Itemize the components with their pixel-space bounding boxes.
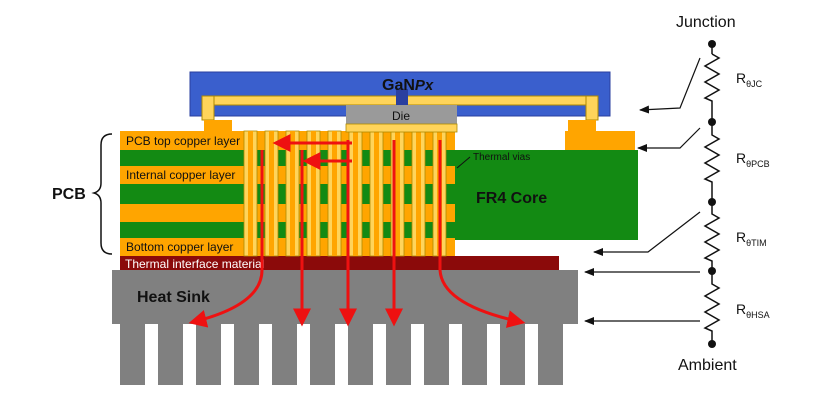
heat-sink-fin bbox=[158, 323, 183, 385]
thermal-via-core bbox=[374, 131, 379, 256]
node-1 bbox=[708, 118, 716, 126]
pcb-bracket bbox=[91, 133, 113, 255]
heat-sink-fin bbox=[196, 323, 221, 385]
center-post bbox=[396, 89, 408, 105]
heat-sink-fin bbox=[424, 323, 449, 385]
node-ambient bbox=[708, 340, 716, 348]
heat-sink-fin bbox=[310, 323, 335, 385]
bottom-copper-label: Bottom copper layer bbox=[126, 240, 233, 254]
die bbox=[346, 105, 457, 124]
leadframe-right bbox=[585, 95, 599, 121]
r-pcb-label: RθPCB bbox=[736, 150, 770, 169]
node-3 bbox=[708, 267, 716, 275]
package-foot-left bbox=[204, 120, 232, 131]
heat-sink-fin bbox=[462, 323, 487, 385]
thermal-via-core bbox=[395, 131, 400, 256]
r-tim-label: RθTIM bbox=[736, 229, 767, 248]
thermal-via-core bbox=[290, 131, 295, 256]
fr4-core-region bbox=[455, 150, 638, 240]
thermal-via-core bbox=[353, 131, 358, 256]
resistor-hsa bbox=[703, 271, 721, 344]
thermal-vias-label: Thermal vias bbox=[473, 152, 530, 163]
node-2 bbox=[708, 198, 716, 206]
thermal-via-core bbox=[416, 131, 421, 256]
heat-sink-fin bbox=[234, 323, 259, 385]
heat-sink-fin bbox=[120, 323, 145, 385]
pcb-stack bbox=[120, 130, 638, 257]
thermal-via-core bbox=[248, 131, 253, 256]
pointer-pcb-top bbox=[637, 127, 701, 152]
pointer-junction-package bbox=[639, 57, 701, 114]
resistor-tim bbox=[703, 202, 721, 271]
heat-sink-fin bbox=[538, 323, 563, 385]
internal-copper-label: Internal copper layer bbox=[126, 168, 235, 182]
junction-label: Junction bbox=[676, 14, 736, 31]
die-label: Die bbox=[392, 109, 410, 123]
heat-sink-label: Heat Sink bbox=[137, 289, 210, 306]
node-junction bbox=[708, 40, 716, 48]
heat-sink-fin bbox=[348, 323, 373, 385]
heat-sink bbox=[112, 270, 578, 385]
heat-sink-fin bbox=[500, 323, 525, 385]
heat-sink-fins bbox=[120, 323, 563, 385]
pointer-arrows bbox=[584, 57, 701, 325]
package-foot-right bbox=[568, 120, 596, 131]
resistor-pcb bbox=[703, 122, 721, 202]
r-jc-label: RθJC bbox=[736, 70, 763, 89]
thermal-via-core bbox=[269, 131, 274, 256]
heat-arrow-curve-left bbox=[188, 150, 264, 328]
thermal-vias-leader bbox=[456, 156, 471, 169]
leadframe-left bbox=[201, 95, 215, 121]
resistor-jc bbox=[703, 53, 721, 122]
gan-package: GaNPx Die bbox=[189, 71, 611, 133]
thermal-via-core bbox=[332, 131, 337, 256]
r-hsa-label: RθHSA bbox=[736, 301, 770, 320]
thermal-resistance-network bbox=[703, 44, 721, 344]
package-label: GaNPx bbox=[382, 77, 434, 94]
tim-label: Thermal interface material bbox=[125, 257, 264, 271]
thermal-via-core bbox=[311, 131, 316, 256]
top-copper-pad-right bbox=[565, 131, 635, 150]
ambient-label: Ambient bbox=[678, 357, 737, 374]
pointer-tim bbox=[593, 211, 701, 256]
tim-layer bbox=[120, 256, 559, 270]
heat-arrow-curve-right bbox=[438, 140, 526, 328]
heat-flow-arrows bbox=[188, 134, 526, 328]
heat-sink-fin bbox=[272, 323, 297, 385]
fr4-core-label: FR4 Core bbox=[476, 190, 547, 207]
pcb-bracket-label: PCB bbox=[52, 186, 86, 203]
top-copper-label: PCB top copper layer bbox=[126, 134, 240, 148]
heat-sink-fin bbox=[386, 323, 411, 385]
die-pad bbox=[345, 123, 458, 133]
